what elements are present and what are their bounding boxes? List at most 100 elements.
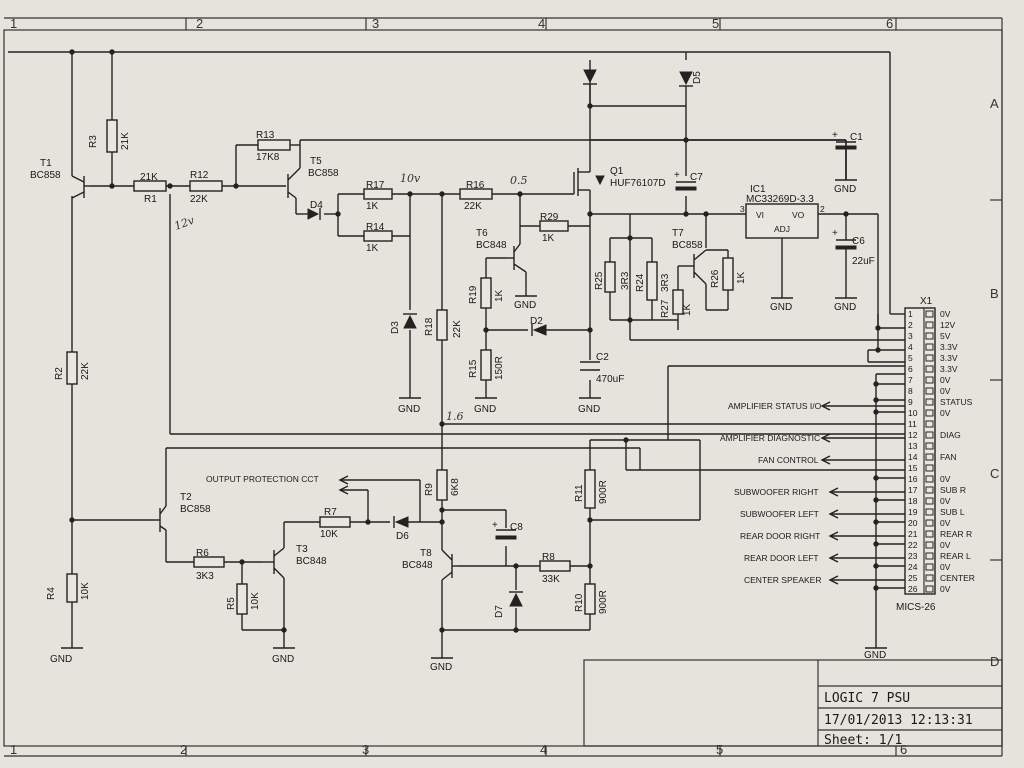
svg-text:R8: R8 <box>542 552 555 563</box>
col-3-bottom: 3 <box>362 742 369 757</box>
pin-number: 13 <box>908 441 918 451</box>
svg-text:10K: 10K <box>320 529 338 540</box>
resistor-r13: R13 17K8 <box>256 130 291 163</box>
col-1-bottom: 1 <box>10 742 17 757</box>
svg-text:R1: R1 <box>144 194 157 205</box>
pin-label: 3.3V <box>940 342 958 352</box>
svg-text:C8: C8 <box>510 522 523 533</box>
transistor-q1: Q1 HUF76107D <box>573 160 666 200</box>
diode-d6: D6 <box>393 516 409 542</box>
pin-contact <box>925 508 934 516</box>
svg-text:R11: R11 <box>574 484 585 502</box>
svg-text:R15: R15 <box>468 359 479 378</box>
pin-label: 0V <box>940 562 951 572</box>
wiring <box>8 51 905 658</box>
pin-contact <box>925 497 934 505</box>
signal-labels: OUTPUT PROTECTION CCT AMPLIFIER STATUS I… <box>206 401 839 585</box>
svg-text:6K8: 6K8 <box>450 478 461 496</box>
pin-label: FAN <box>940 452 957 462</box>
svg-text:150R: 150R <box>494 356 505 380</box>
svg-text:C2: C2 <box>596 352 609 363</box>
title: LOGIC 7 PSU <box>824 691 910 706</box>
svg-text:R4: R4 <box>46 587 57 600</box>
svg-text:R25: R25 <box>594 271 605 290</box>
svg-text:C1: C1 <box>850 132 863 143</box>
svg-text:FAN CONTROL: FAN CONTROL <box>758 455 819 465</box>
pin-contact <box>925 486 934 494</box>
pin-label: REAR R <box>940 529 972 539</box>
transistor-t7: T7 BC858 <box>672 228 707 285</box>
resistor-r2: R2 22K <box>54 351 91 385</box>
date-time: 17/01/2013 12:13:31 <box>824 713 973 728</box>
pin-contact <box>925 431 934 439</box>
pin-contact <box>925 541 934 549</box>
pin-contact <box>925 420 934 428</box>
col-6-bottom: 6 <box>900 742 907 757</box>
resistor-r18: R18 22K <box>424 309 463 341</box>
svg-text:17K8: 17K8 <box>256 152 280 163</box>
pin-number: 6 <box>908 364 913 374</box>
svg-text:C7: C7 <box>690 172 703 183</box>
pin-label: 0V <box>940 375 951 385</box>
col-2-top: 2 <box>196 16 203 31</box>
svg-text:22uF: 22uF <box>852 256 875 267</box>
gnd-t6: GND <box>514 295 538 311</box>
svg-text:0.5: 0.5 <box>510 174 528 187</box>
resistor-r5: R5 10K <box>226 583 261 615</box>
svg-text:GND: GND <box>474 404 496 415</box>
svg-text:MICS-26: MICS-26 <box>896 602 936 613</box>
svg-text:BC858: BC858 <box>30 170 61 181</box>
resistor-r11: R11 900R <box>574 469 609 509</box>
pin-label: 3.3V <box>940 353 958 363</box>
pin-label: 0V <box>940 309 951 319</box>
svg-text:IC1: IC1 <box>750 184 766 195</box>
svg-text:GND: GND <box>514 300 536 311</box>
transistor-t1: T1 BC858 <box>30 158 90 199</box>
pin-label: SUB R <box>940 485 966 495</box>
capacitor-c6: + C6 22uF <box>832 228 875 267</box>
svg-text:AMPLIFIER DIAGNOSTIC: AMPLIFIER DIAGNOSTIC <box>720 433 820 443</box>
gnd-t8: GND <box>430 657 454 673</box>
svg-text:R24: R24 <box>635 273 646 292</box>
pin-number: 19 <box>908 507 918 517</box>
pin-contact <box>925 409 934 417</box>
svg-text:T6: T6 <box>476 228 488 239</box>
pin-number: 10 <box>908 408 918 418</box>
gnd-r15: GND <box>474 397 498 415</box>
svg-text:BC858: BC858 <box>672 240 703 251</box>
resistor-r14: R14 1K <box>363 222 393 254</box>
svg-text:R9: R9 <box>424 483 435 496</box>
resistor-r17: R17 1K <box>363 180 393 212</box>
svg-text:GND: GND <box>50 654 72 665</box>
svg-text:R13: R13 <box>256 130 275 141</box>
svg-text:SUBWOOFER LEFT: SUBWOOFER LEFT <box>740 509 819 519</box>
pin-label: 0V <box>940 518 951 528</box>
pin-contact <box>925 387 934 395</box>
pin-number: 15 <box>908 463 918 473</box>
svg-text:GND: GND <box>398 404 420 415</box>
svg-text:D3: D3 <box>390 321 401 334</box>
svg-text:CENTER SPEAKER: CENTER SPEAKER <box>744 575 821 585</box>
svg-text:900R: 900R <box>598 590 609 614</box>
svg-text:R3: R3 <box>88 135 99 148</box>
pin-label: DIAG <box>940 430 961 440</box>
pin-number: 18 <box>908 496 918 506</box>
pin-contact <box>925 530 934 538</box>
svg-text:T7: T7 <box>672 228 684 239</box>
svg-text:21K: 21K <box>120 132 131 150</box>
svg-text:3R3: 3R3 <box>660 273 671 292</box>
pin-label: 0V <box>940 584 951 594</box>
svg-text:D2: D2 <box>530 316 543 327</box>
svg-text:Q1: Q1 <box>610 166 624 177</box>
pin-contact <box>925 519 934 527</box>
gnd-ic1: GND <box>770 297 794 313</box>
svg-text:10v: 10v <box>400 172 421 185</box>
transistor-t2: T2 BC858 <box>154 492 211 532</box>
transistor-t6: T6 BC848 <box>476 228 527 273</box>
pin-label: 0V <box>940 408 951 418</box>
svg-text:R14: R14 <box>366 222 385 233</box>
gnd-c1: GND <box>834 179 858 195</box>
center-speaker-signal: CENTER SPEAKER <box>744 575 839 585</box>
